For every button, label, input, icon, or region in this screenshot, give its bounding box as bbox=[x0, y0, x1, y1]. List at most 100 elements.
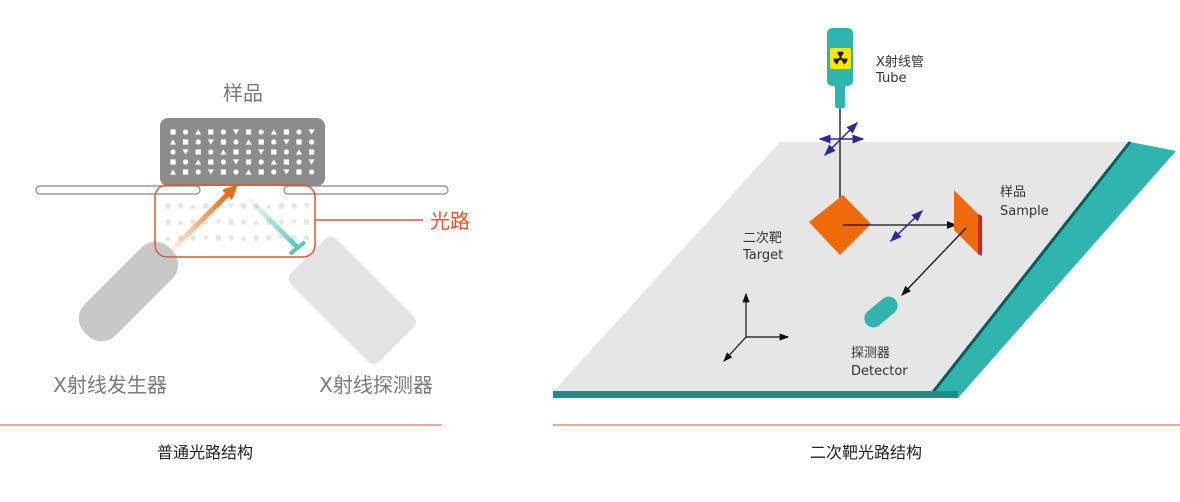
pattern-shape bbox=[183, 129, 189, 135]
sample-label-en: Sample bbox=[1000, 204, 1049, 219]
pattern-shape bbox=[270, 159, 277, 165]
pattern-shape bbox=[182, 149, 189, 155]
tube-label-cn: X射线管 bbox=[876, 54, 924, 70]
pattern-shape bbox=[253, 219, 260, 225]
pattern-shape bbox=[220, 159, 226, 165]
plate-front-edge bbox=[553, 391, 958, 398]
pattern-shape bbox=[190, 235, 196, 241]
pattern-shape bbox=[165, 219, 171, 225]
pattern-shape bbox=[303, 203, 310, 209]
pattern-shape bbox=[241, 219, 247, 225]
pattern-shape bbox=[220, 129, 226, 135]
pattern-shape bbox=[227, 203, 235, 209]
secondary-target bbox=[809, 195, 871, 258]
polarization-arrow bbox=[823, 121, 859, 157]
pattern-shape bbox=[169, 139, 177, 145]
pattern-shape bbox=[258, 169, 264, 175]
pattern-shape bbox=[278, 203, 284, 209]
pattern-shape bbox=[278, 219, 284, 225]
pattern-shape bbox=[233, 139, 239, 145]
pattern-shape bbox=[308, 159, 315, 165]
pattern-shape bbox=[170, 159, 176, 165]
pattern-shape bbox=[309, 139, 315, 145]
pattern-shape bbox=[183, 159, 189, 165]
sample-plate bbox=[954, 190, 982, 256]
target-label-en: Target bbox=[742, 248, 783, 263]
pattern-shape bbox=[258, 139, 264, 145]
pattern-shape bbox=[270, 129, 277, 135]
detector-label: X射线探测器 bbox=[319, 373, 433, 397]
pattern-shape bbox=[208, 159, 214, 165]
pattern-shape bbox=[291, 235, 297, 241]
pattern-shape bbox=[304, 235, 310, 241]
pattern-shape bbox=[195, 159, 202, 165]
detector bbox=[864, 296, 898, 328]
pattern-shape bbox=[241, 203, 247, 209]
pattern-shape bbox=[283, 139, 290, 145]
pattern-shape bbox=[169, 169, 177, 175]
sample-label-cn: 样品 bbox=[1000, 185, 1026, 200]
pattern-shape bbox=[291, 203, 297, 209]
caption: 二次靶光路结构 bbox=[810, 443, 922, 462]
pattern-shape bbox=[253, 235, 259, 241]
pattern-shape bbox=[165, 203, 171, 209]
sample-pattern bbox=[169, 129, 315, 175]
pattern-shape bbox=[271, 149, 277, 155]
stage-rail-left bbox=[35, 185, 201, 195]
pattern-shape bbox=[246, 149, 252, 155]
pattern-shape bbox=[309, 169, 315, 175]
sample-label: 样品 bbox=[223, 81, 263, 105]
pattern-shape bbox=[245, 169, 252, 175]
pattern-shape bbox=[208, 129, 214, 135]
pattern-shape bbox=[190, 203, 197, 209]
generator-label: X射线发生器 bbox=[53, 373, 167, 397]
pattern-shape bbox=[296, 129, 302, 135]
pattern-shape bbox=[258, 129, 264, 135]
pattern-shape bbox=[258, 159, 264, 165]
stage-rail-right bbox=[283, 185, 449, 195]
pattern-shape bbox=[265, 203, 272, 209]
pattern-shape bbox=[195, 149, 201, 155]
target-label-cn: 二次靶 bbox=[743, 230, 782, 246]
pattern-shape bbox=[233, 169, 239, 175]
pattern-shape bbox=[290, 219, 298, 225]
pattern-shape bbox=[228, 235, 234, 241]
pattern-shape bbox=[246, 159, 252, 165]
incident-beam-arrow bbox=[168, 184, 238, 254]
light-path-label: 光路 bbox=[430, 209, 470, 233]
pattern-shape bbox=[283, 149, 289, 155]
pattern-shape bbox=[245, 139, 252, 145]
xray-tube bbox=[827, 28, 853, 108]
pattern-shape bbox=[207, 139, 214, 145]
detector-label-cn: 探测器 bbox=[851, 346, 890, 361]
pattern-shape bbox=[283, 159, 289, 165]
diffracted-beam bbox=[246, 196, 307, 256]
base-plate bbox=[553, 142, 1130, 392]
xray-generator bbox=[78, 241, 179, 342]
xray-detector bbox=[288, 236, 416, 364]
pattern-shape bbox=[228, 219, 234, 225]
pattern-shape bbox=[296, 169, 302, 175]
light-path-highlight bbox=[154, 184, 316, 258]
fluorescence-beam bbox=[901, 227, 967, 296]
pattern-shape bbox=[304, 219, 310, 225]
pattern-shape bbox=[177, 219, 184, 225]
pattern-shape bbox=[208, 149, 214, 155]
pattern-shape bbox=[202, 235, 209, 241]
pattern-shape bbox=[203, 203, 209, 209]
sample-block bbox=[160, 118, 325, 186]
pattern-shape bbox=[170, 149, 176, 155]
pattern-shape bbox=[195, 139, 201, 145]
pattern-shape bbox=[178, 203, 184, 209]
pattern-shape bbox=[170, 129, 176, 135]
pattern-shape bbox=[220, 139, 226, 145]
pattern-shape bbox=[207, 169, 214, 175]
axes-icon bbox=[723, 292, 790, 362]
pattern-shape bbox=[183, 139, 189, 145]
pattern-shape bbox=[296, 159, 302, 165]
pattern-shape bbox=[296, 139, 302, 145]
pattern-shape bbox=[190, 219, 196, 225]
pattern-shape bbox=[232, 159, 240, 165]
pattern-shape bbox=[233, 149, 239, 155]
